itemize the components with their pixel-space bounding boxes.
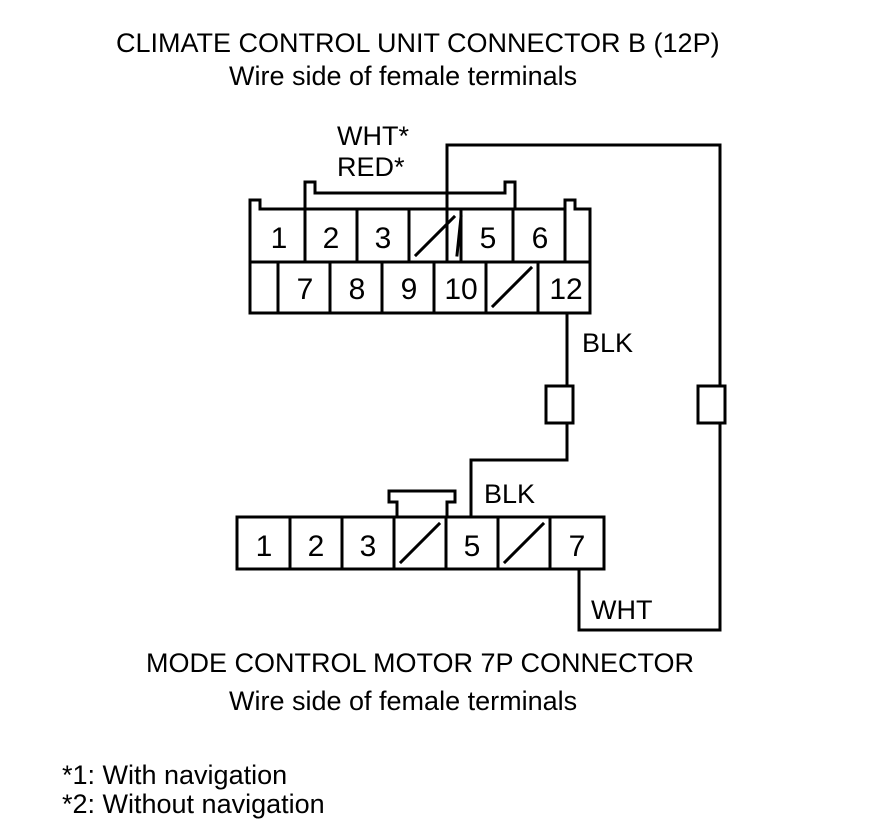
- junction-connector-blk: [544, 384, 575, 425]
- top-terminal-8: 8: [349, 273, 366, 306]
- bottom-terminal-2: 2: [308, 530, 325, 563]
- top-terminal-10: 10: [444, 273, 477, 306]
- bottom-connector-title: MODE CONTROL MOTOR 7P CONNECTOR: [146, 648, 695, 678]
- wire-wht-red: [445, 143, 722, 388]
- bottom-connector-lock-tab: [387, 489, 457, 519]
- top-empty-slash-2: [455, 215, 463, 257]
- bottom-terminal-3: 3: [360, 530, 377, 563]
- top-terminal-3: 3: [375, 222, 392, 255]
- top-terminal-9: 9: [401, 273, 418, 306]
- junction-connector-wht: [696, 384, 727, 425]
- wire-label-wht: WHT: [591, 595, 652, 625]
- top-connector-row2-outline: [248, 260, 592, 315]
- bottom-connector: [235, 489, 606, 571]
- footnote-with-navigation: *1: With navigation: [62, 760, 288, 790]
- top-connector-title: CLIMATE CONTROL UNIT CONNECTOR B (12P): [116, 28, 720, 58]
- bottom-terminal-1: 1: [256, 530, 273, 563]
- wire-label-wht-star: WHT*: [337, 121, 409, 151]
- footnote-without-navigation: *2: Without navigation: [62, 789, 325, 819]
- wire-wht-lower: [577, 421, 722, 632]
- bottom-connector-subtitle: Wire side of female terminals: [229, 686, 578, 716]
- bottom-terminal-5: 5: [464, 530, 481, 563]
- top-connector-subtitle: Wire side of female terminals: [229, 61, 578, 91]
- top-terminal-2: 2: [323, 222, 340, 255]
- wire-label-blk-lower: BLK: [484, 479, 535, 509]
- top-connector-row1-outline: [248, 198, 592, 264]
- top-empty-slash-3: [490, 265, 534, 309]
- bottom-empty-slash-1: [398, 521, 442, 565]
- bottom-empty-slash-2: [502, 521, 546, 565]
- top-terminal-7: 7: [297, 273, 314, 306]
- top-terminal-5: 5: [480, 222, 497, 255]
- top-terminal-6: 6: [532, 222, 549, 255]
- top-terminal-12: 12: [549, 273, 582, 306]
- bottom-terminal-7: 7: [569, 530, 586, 563]
- top-connector: [248, 180, 592, 315]
- top-terminal-1: 1: [271, 222, 288, 255]
- wire-label-red-star: RED*: [337, 152, 405, 182]
- wire-label-blk-upper: BLK: [582, 328, 633, 358]
- wire-blk-lower: [469, 421, 569, 519]
- top-connector-lock-tab: [303, 180, 517, 211]
